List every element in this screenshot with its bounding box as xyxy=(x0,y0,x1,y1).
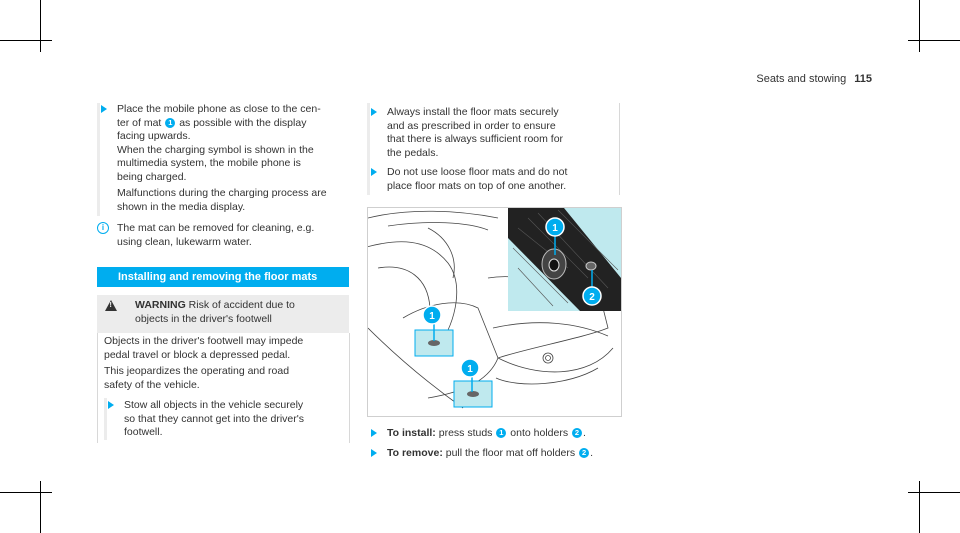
middle-step-1: Always install the floor mats securely a… xyxy=(367,106,617,160)
arrow-icon xyxy=(101,105,107,113)
warning-box: WARNING Risk of accident due to objects … xyxy=(97,295,349,333)
crop-mark xyxy=(919,0,920,52)
figure-badge: 1 xyxy=(467,364,473,375)
arrow-icon xyxy=(371,429,377,437)
section-title: Installing and removing the floor mats xyxy=(97,267,349,287)
badge-2: 2 xyxy=(572,428,582,439)
crop-mark xyxy=(40,481,41,533)
warning-side-bar xyxy=(97,333,98,443)
arrow-icon xyxy=(371,449,377,457)
crop-mark xyxy=(0,492,52,493)
illustration-drawing: 1 2 1 1 xyxy=(368,208,621,409)
crop-mark xyxy=(0,40,52,41)
left-note: i The mat can be removed for cleaning, e… xyxy=(97,222,357,249)
arrow-icon xyxy=(371,168,377,176)
badge-1: 1 xyxy=(496,428,507,439)
step-side-bar xyxy=(97,103,100,216)
badge-2: 2 xyxy=(579,448,590,459)
warning-side-bar-right xyxy=(349,333,350,443)
info-icon: i xyxy=(97,222,109,234)
section-name: Seats and stowing xyxy=(756,73,847,85)
warning-label: WARNING xyxy=(135,299,186,311)
left-step-1: Place the mobile phone as close to the c… xyxy=(97,103,357,214)
install-instruction: To install: press studs 1 onto holders 2… xyxy=(367,427,627,441)
crop-mark xyxy=(919,481,920,533)
arrow-icon xyxy=(108,401,114,409)
warning-body: Objects in the driver's footwell may imp… xyxy=(104,335,304,391)
arrow-icon xyxy=(371,108,377,116)
warning-icon xyxy=(105,300,117,311)
page-header: Seats and stowing 115 xyxy=(756,73,872,85)
warning-step: Stow all objects in the vehicle securely… xyxy=(104,399,349,440)
crop-mark xyxy=(40,0,41,52)
figure-badge: 2 xyxy=(589,292,595,303)
step-side-bar-right xyxy=(619,103,620,195)
step-side-bar xyxy=(104,398,107,440)
badge-1: 1 xyxy=(165,117,176,128)
page-number: 115 xyxy=(854,73,872,85)
remove-instruction: To remove: pull the floor mat off holder… xyxy=(367,447,627,461)
crop-mark xyxy=(908,40,960,41)
crop-mark xyxy=(908,492,960,493)
figure-badge: 1 xyxy=(429,311,435,322)
figure-badge: 1 xyxy=(552,223,558,234)
floor-mat-illustration: 1 2 1 1 xyxy=(367,207,622,417)
middle-step-2: Do not use loose floor mats and do not p… xyxy=(367,166,617,193)
step-side-bar xyxy=(367,103,370,195)
